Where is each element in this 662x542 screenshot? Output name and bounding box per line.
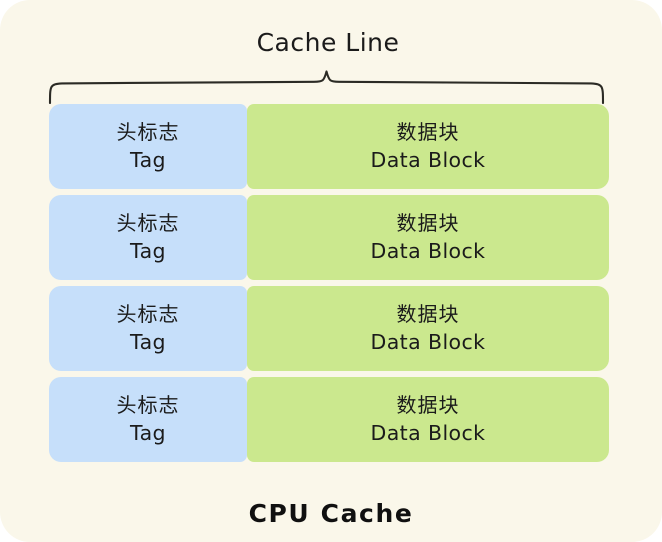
curly-brace-icon bbox=[48, 70, 605, 105]
tag-label-en: Tag bbox=[130, 420, 166, 445]
cache-line-data-cell: 数据块 Data Block bbox=[247, 286, 609, 371]
tag-label-en: Tag bbox=[130, 329, 166, 354]
tag-label-cn: 头标志 bbox=[116, 393, 180, 418]
tag-label-cn: 头标志 bbox=[116, 120, 180, 145]
tag-label-en: Tag bbox=[130, 238, 166, 263]
cache-line-brace bbox=[40, 70, 620, 105]
tag-label-en: Tag bbox=[130, 147, 166, 172]
data-label-cn: 数据块 bbox=[396, 302, 460, 327]
cache-rows-container: 头标志 Tag 数据块 Data Block 头标志 Tag 数据块 Data … bbox=[49, 104, 609, 462]
data-label-cn: 数据块 bbox=[396, 393, 460, 418]
cache-line-tag-cell: 头标志 Tag bbox=[49, 195, 247, 280]
cache-line-data-cell: 数据块 Data Block bbox=[247, 104, 609, 189]
cache-line-tag-cell: 头标志 Tag bbox=[49, 377, 247, 462]
table-row: 头标志 Tag 数据块 Data Block bbox=[49, 286, 609, 371]
cache-line-tag-cell: 头标志 Tag bbox=[49, 286, 247, 371]
cache-line-data-cell: 数据块 Data Block bbox=[247, 195, 609, 280]
data-label-cn: 数据块 bbox=[396, 120, 460, 145]
cache-line-title: Cache Line bbox=[0, 28, 662, 57]
data-label-cn: 数据块 bbox=[396, 211, 460, 236]
cache-line-tag-cell: 头标志 Tag bbox=[49, 104, 247, 189]
data-label-en: Data Block bbox=[370, 420, 486, 445]
table-row: 头标志 Tag 数据块 Data Block bbox=[49, 104, 609, 189]
cache-line-data-cell: 数据块 Data Block bbox=[247, 377, 609, 462]
tag-label-cn: 头标志 bbox=[116, 302, 180, 327]
diagram-caption: CPU Cache bbox=[248, 499, 414, 528]
cache-line-title-text: Cache Line bbox=[256, 28, 400, 57]
data-label-en: Data Block bbox=[370, 147, 486, 172]
tag-label-cn: 头标志 bbox=[116, 211, 180, 236]
data-label-en: Data Block bbox=[370, 329, 486, 354]
table-row: 头标志 Tag 数据块 Data Block bbox=[49, 195, 609, 280]
data-label-en: Data Block bbox=[370, 238, 486, 263]
table-row: 头标志 Tag 数据块 Data Block bbox=[49, 377, 609, 462]
